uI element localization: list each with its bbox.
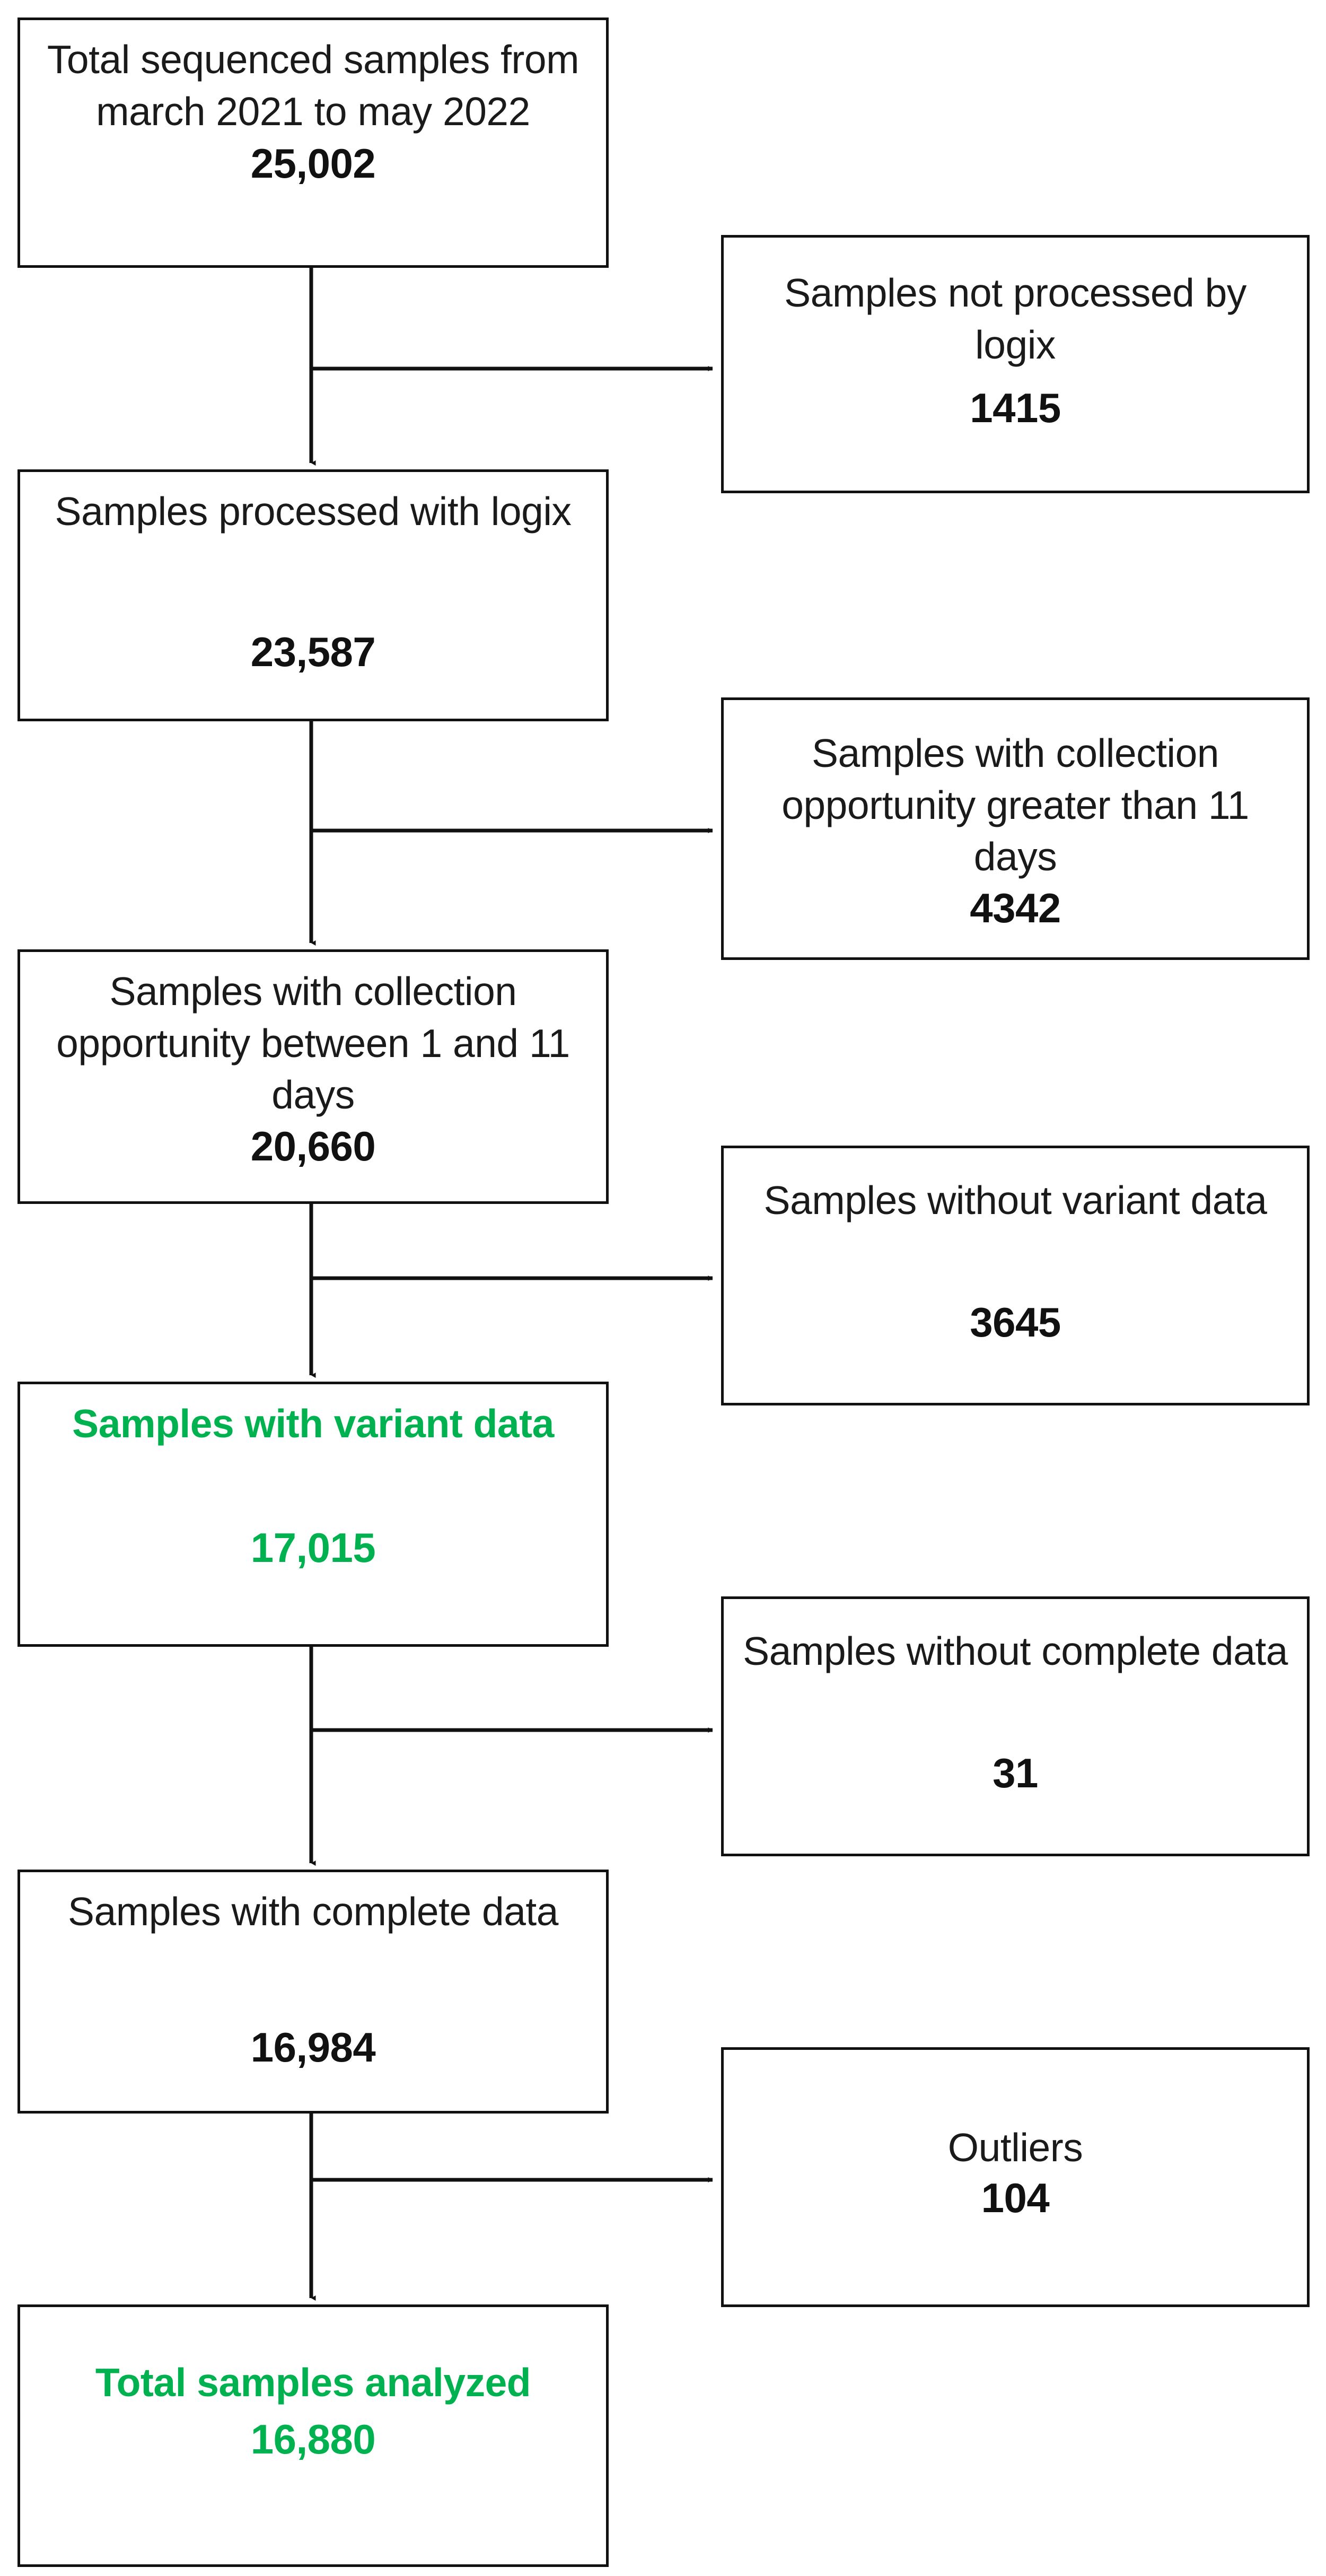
node-value: 31 — [993, 1750, 1038, 1796]
node-samples-processed[interactable]: Samples processed with logix 23,587 — [17, 469, 609, 721]
node-label: Samples with complete data — [68, 1889, 558, 1934]
node-outliers[interactable]: Outliers 104 — [721, 2047, 1310, 2307]
node-label: Total sequenced samples from march 2021 … — [47, 37, 579, 134]
node-label: Samples without complete data — [743, 1629, 1288, 1673]
node-value: 104 — [981, 2174, 1050, 2221]
node-label: Total samples analyzed — [95, 2360, 531, 2405]
node-value: 25,002 — [250, 140, 376, 187]
node-collection-gt-11-days[interactable]: Samples with collection opportunity grea… — [721, 697, 1310, 960]
node-samples-not-processed[interactable]: Samples not processed by logix 1415 — [721, 235, 1310, 493]
node-samples-without-complete-data[interactable]: Samples without complete data 31 — [721, 1596, 1310, 1856]
node-value: 20,660 — [250, 1122, 376, 1169]
node-label: Samples not processed by logix — [784, 270, 1246, 367]
node-total-samples-analyzed[interactable]: Total samples analyzed 16,880 — [17, 2304, 609, 2567]
node-value: 17,015 — [250, 1524, 376, 1571]
node-collection-between-1-and-11-days[interactable]: Samples with collection opportunity betw… — [17, 949, 609, 1204]
node-value: 1415 — [970, 385, 1061, 431]
node-label: Samples with collection opportunity grea… — [781, 731, 1249, 879]
node-label: Samples without variant data — [763, 1178, 1267, 1222]
node-value: 16,880 — [250, 2416, 376, 2463]
node-label: Samples with variant data — [72, 1401, 554, 1446]
node-value: 3645 — [970, 1299, 1061, 1346]
node-samples-without-variant-data[interactable]: Samples without variant data 3645 — [721, 1146, 1310, 1405]
node-samples-with-variant-data[interactable]: Samples with variant data 17,015 — [17, 1382, 609, 1647]
node-samples-with-complete-data[interactable]: Samples with complete data 16,984 — [17, 1870, 609, 2114]
node-total-sequenced-samples[interactable]: Total sequenced samples from march 2021 … — [17, 18, 609, 268]
node-label: Samples processed with logix — [55, 489, 572, 534]
node-value: 23,587 — [250, 628, 376, 675]
node-value: 16,984 — [250, 2024, 376, 2071]
node-value: 4342 — [970, 884, 1061, 931]
node-label: Outliers — [947, 2125, 1083, 2170]
node-label: Samples with collection opportunity betw… — [56, 969, 570, 1117]
